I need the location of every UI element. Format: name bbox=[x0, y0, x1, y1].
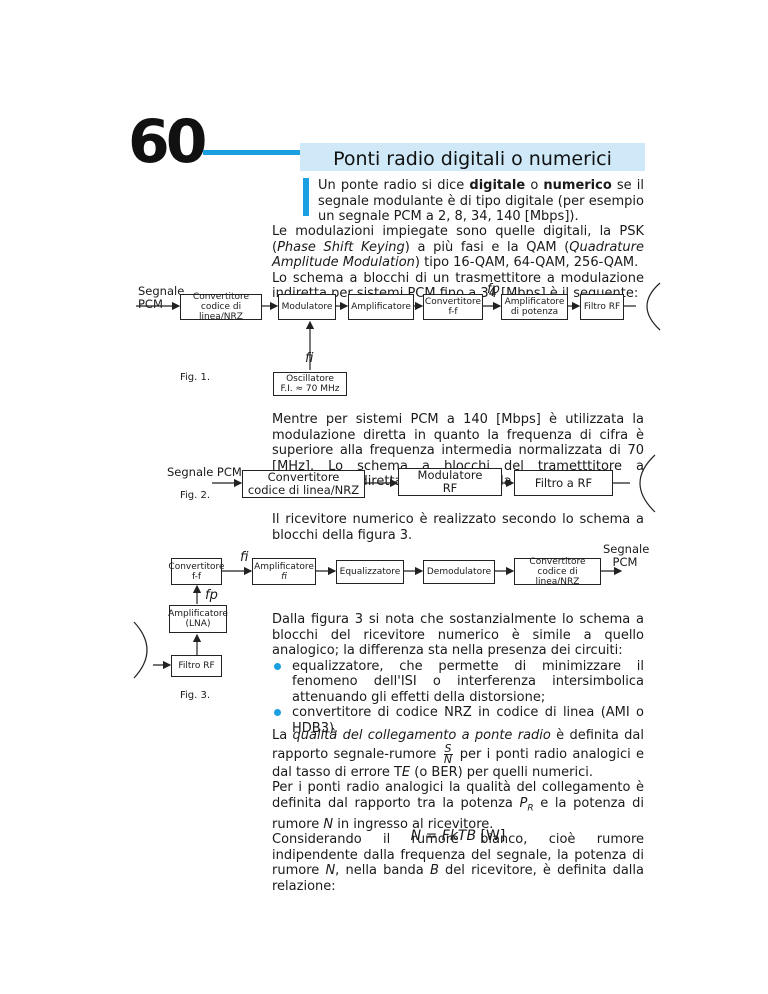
analysis-paragraph: Dalla figura 3 si nota che sostanzialmen… bbox=[272, 612, 644, 658]
fig1-amplifier: Amplificatore bbox=[348, 294, 414, 320]
fig1-modulator: Modulatore bbox=[278, 294, 336, 320]
fig2-input-label: Segnale PCM bbox=[167, 465, 242, 479]
chapter-title-text: Ponti radio digitali o numerici bbox=[333, 148, 612, 170]
fig3-equalizer: Equalizzatore bbox=[336, 560, 404, 584]
quality-paragraph: La qualità del collegamento a ponte radi… bbox=[272, 728, 644, 780]
modulation-paragraph: Le modulazioni impiegate sono quelle dig… bbox=[272, 224, 644, 301]
chapter-number: 60 bbox=[128, 107, 207, 177]
intro-accent-bar bbox=[303, 178, 309, 216]
fig1-fi-label: fi bbox=[305, 351, 314, 366]
fig1-caption: Fig. 1. bbox=[180, 372, 211, 383]
fig3-rf-filter: Filtro RF bbox=[171, 655, 222, 677]
analysis-section: Dalla figura 3 si nota che sostanzialmen… bbox=[272, 612, 644, 736]
power-ratio-paragraph: Per i ponti radio analogici la qualità d… bbox=[272, 780, 644, 832]
fig1-rf-filter: Filtro RF bbox=[580, 294, 624, 320]
fig2-caption: Fig. 2. bbox=[180, 490, 211, 501]
receiver-paragraph: Il ricevitore numerico è realizzato seco… bbox=[272, 512, 644, 543]
chapter-title: Ponti radio digitali o numerici bbox=[300, 143, 645, 171]
list-item: equalizzatore, che permette di minimizza… bbox=[272, 659, 644, 706]
white-noise-paragraph: Considerando il rumore bianco, cioè rumo… bbox=[272, 832, 644, 894]
fig2-rf-filter: Filtro a RF bbox=[514, 470, 613, 496]
noise-formula: N = FkTB [W] bbox=[410, 828, 506, 844]
intro-paragraph: Un ponte radio si dice digitale o numeri… bbox=[318, 178, 645, 224]
fig3-caption: Fig. 3. bbox=[180, 690, 211, 701]
circuit-list: equalizzatore, che permette di minimizza… bbox=[272, 659, 644, 737]
quality-section: La qualità del collegamento a ponte radi… bbox=[272, 728, 644, 894]
fig3-demodulator: Demodulatore bbox=[423, 560, 495, 584]
fig3-fi-label: fi bbox=[240, 550, 249, 565]
fig1-fp-label: fp bbox=[487, 282, 500, 297]
fig3-fp-label: fp bbox=[205, 588, 218, 603]
list-item: convertitore di codice NRZ in codice di … bbox=[272, 705, 644, 736]
fig3-lna: Amplificatore(LNA) bbox=[168, 605, 228, 633]
